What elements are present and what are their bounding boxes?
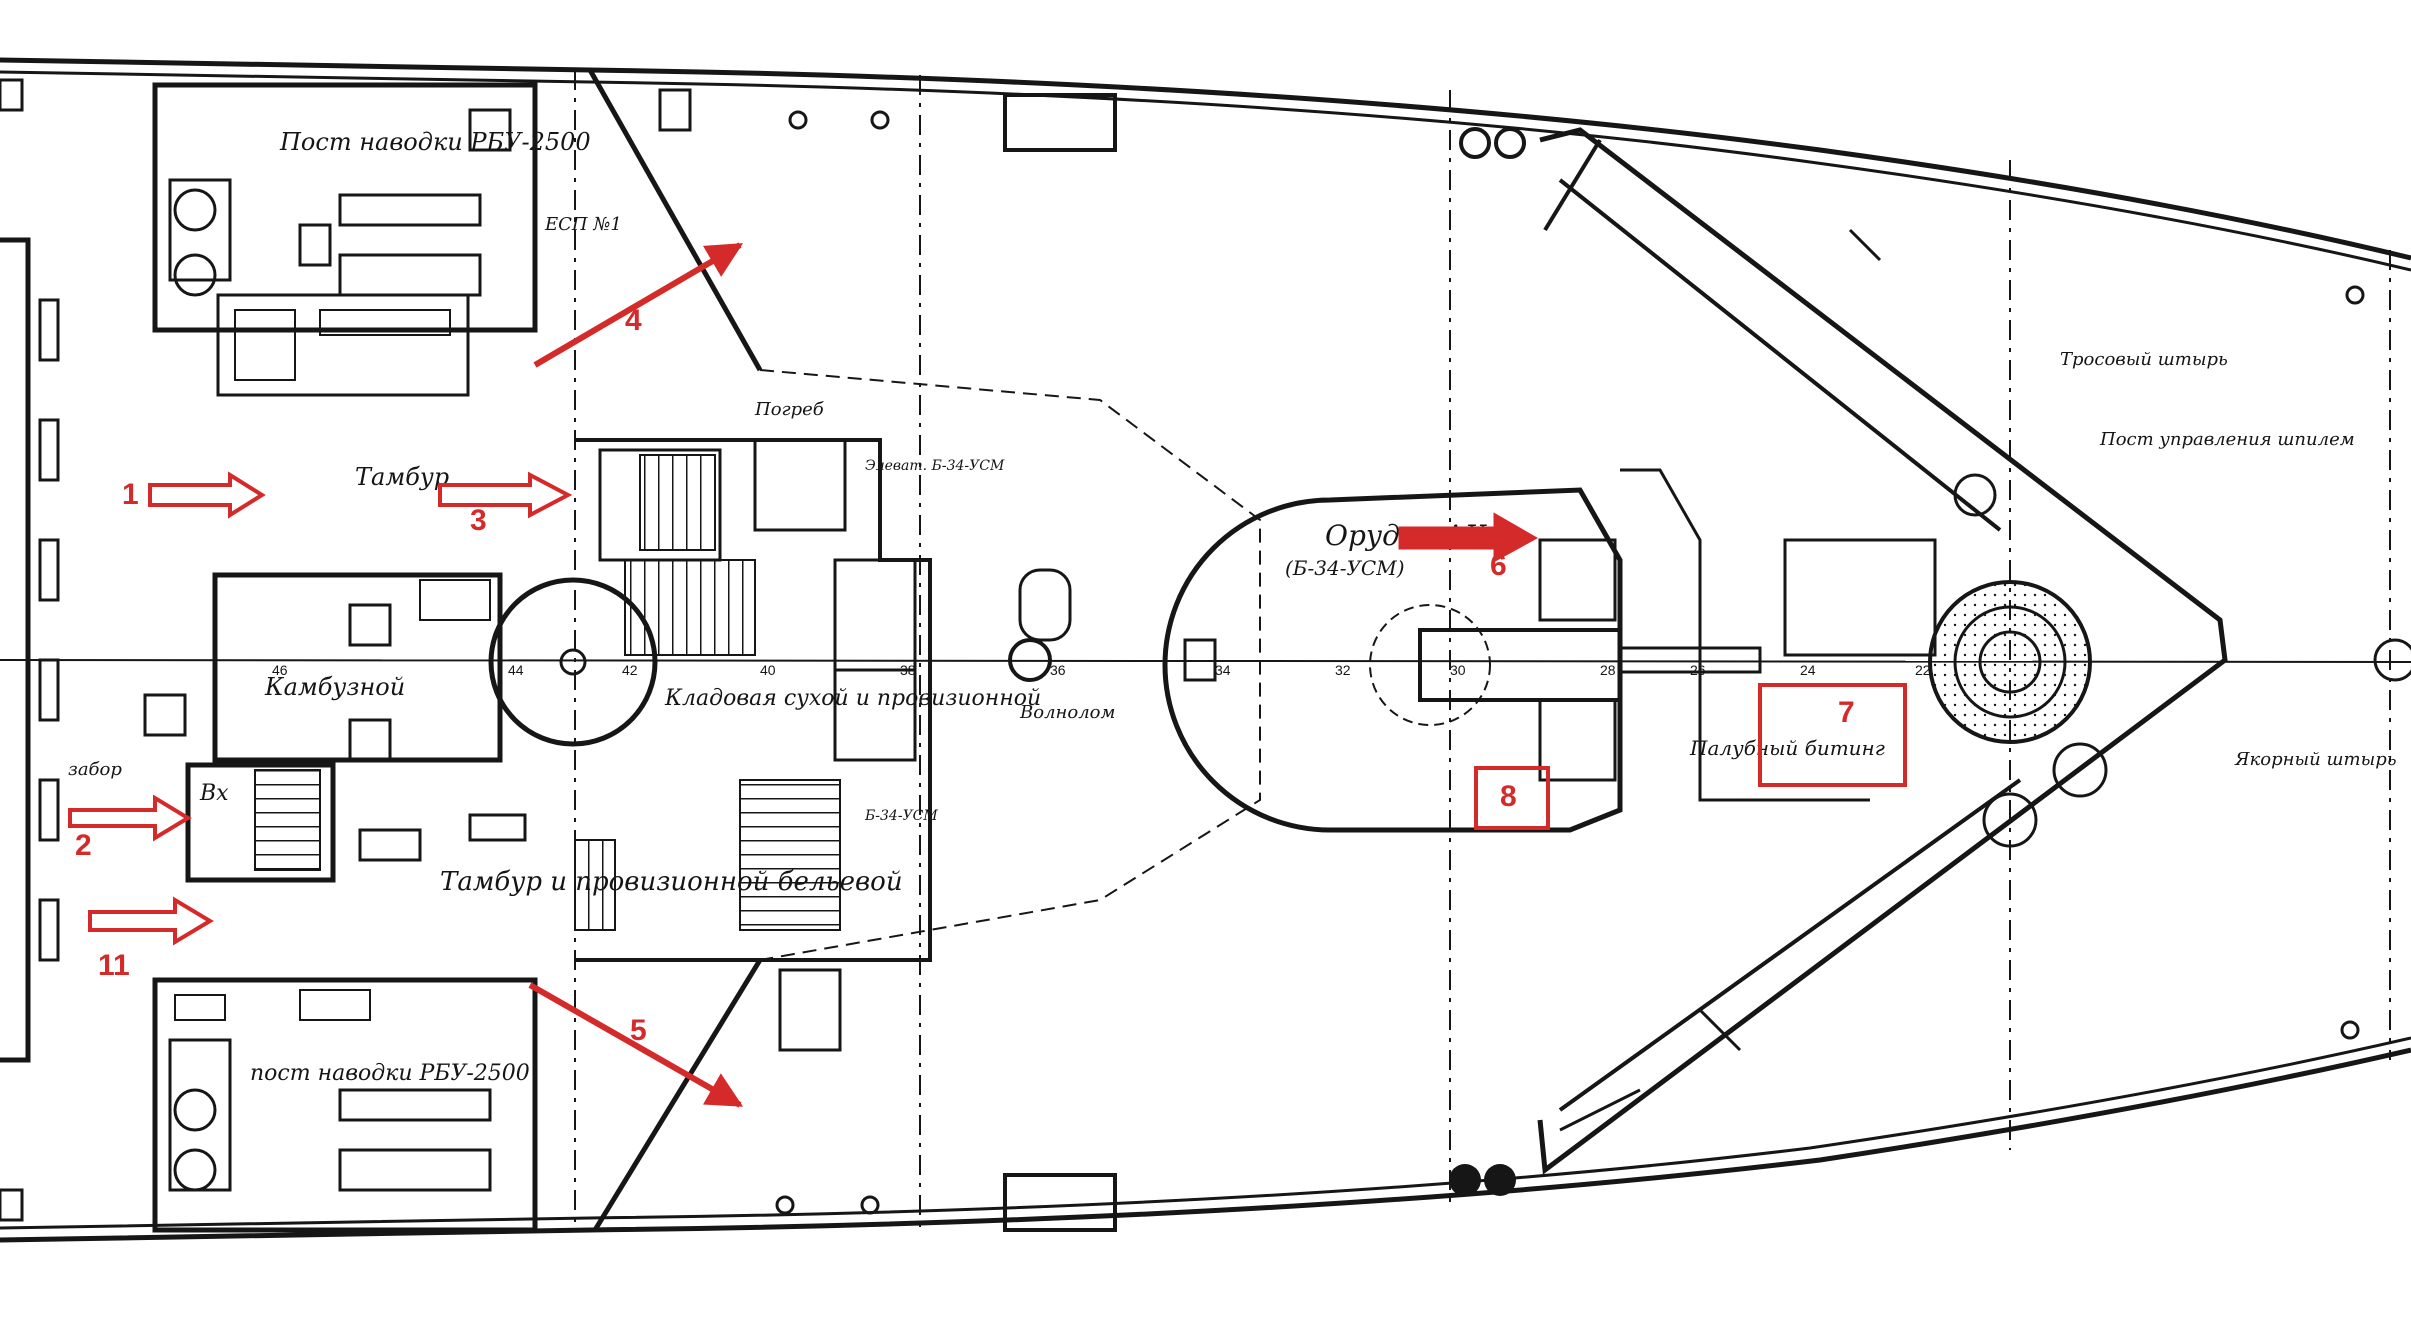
label-kambuz: Камбузной — [264, 673, 405, 701]
svg-text:8: 8 — [1500, 780, 1517, 813]
label-palubnyi: Волнолом — [1019, 702, 1115, 723]
marker-5: 5 — [528, 982, 744, 1108]
svg-text:30: 30 — [1450, 662, 1466, 678]
label-yakorny: Якорный штырь — [2234, 749, 2397, 770]
marker-2: 2 — [68, 794, 192, 862]
label-post-upravleniya: Пост управления шпилем — [2099, 429, 2355, 450]
deck-fittings — [775, 110, 2411, 1215]
label-post-rbu-top: Пост наводки РБУ-2500 — [279, 128, 591, 156]
label-post-rbu-bottom: пост наводки РБУ-2500 — [250, 1061, 530, 1086]
svg-text:34: 34 — [1215, 662, 1231, 678]
label-ammo-bottom: Б-34-УСМ — [864, 808, 938, 824]
bow-chain-troughs — [1537, 127, 2228, 1175]
rbu-post-top: Пост наводки РБУ-2500 ЕСП №1 — [152, 82, 622, 333]
svg-text:11: 11 — [98, 949, 130, 982]
bow-labels: Тросовый штырь Пост управления шпилем Як… — [2060, 349, 2397, 770]
label-kladovaya: Кладовая сухой и провизионной — [664, 686, 1041, 711]
label-gun-shield: Палубный битинг — [1689, 736, 1885, 760]
svg-text:42: 42 — [622, 662, 638, 678]
marker-3: 3 — [438, 471, 573, 537]
svg-text:26: 26 — [1690, 662, 1706, 678]
marker-8: 8 — [1474, 766, 1550, 830]
label-pogreb: Погреб — [754, 399, 825, 420]
svg-text:3: 3 — [470, 504, 487, 537]
superstructure-wall — [0, 78, 60, 1222]
label-tross: Тросовый штырь — [2060, 349, 2228, 370]
rbu-post-bottom: пост наводки РБУ-2500 — [152, 977, 538, 1233]
svg-text:1: 1 — [122, 478, 139, 511]
gun-shield-line: Палубный битинг Волнолом — [1019, 468, 1885, 802]
storage-block: Кладовая сухой и провизионной Погреб Эле… — [574, 399, 1041, 962]
frame-numbers: 46 44 42 40 38 36 34 32 30 28 26 24 22 — [272, 662, 1931, 678]
label-esp: ЕСП №1 — [544, 214, 622, 235]
entrance-stairs: Вх забор — [68, 693, 336, 883]
gun-turret: Орудие АК (Б-34-УСМ) — [1162, 487, 1762, 833]
svg-text:32: 32 — [1335, 662, 1351, 678]
marker-6: 6 — [1398, 512, 1539, 582]
svg-text:36: 36 — [1050, 662, 1066, 678]
hull-outline — [0, 57, 2411, 1243]
svg-text:24: 24 — [1800, 662, 1816, 678]
svg-text:46: 46 — [272, 662, 288, 678]
marker-4: 4 — [533, 242, 744, 368]
svg-text:2: 2 — [75, 829, 92, 862]
diagonal-bulkheads — [587, 68, 1261, 1232]
label-gun-model: (Б-34-УСМ) — [1285, 556, 1405, 580]
svg-text:28: 28 — [1600, 662, 1616, 678]
label-ammo-top: Элеват. Б-34-УСМ — [865, 458, 1005, 474]
label-tambour-top: Тамбур — [355, 463, 449, 491]
marker-7: 7 — [1758, 683, 1907, 787]
svg-text:7: 7 — [1838, 696, 1855, 729]
svg-text:44: 44 — [508, 662, 524, 678]
deck-hatches — [1003, 93, 1117, 1232]
anchor-windlass — [1783, 538, 2092, 744]
svg-text:5: 5 — [630, 1014, 647, 1047]
svg-text:4: 4 — [625, 304, 642, 337]
marker-11: 11 — [88, 896, 214, 982]
label-vkhod: Вх — [199, 781, 229, 806]
bollards — [1449, 127, 1526, 1196]
label-zabor: забор — [68, 759, 122, 780]
mast-base — [488, 577, 658, 747]
tambour-top: Тамбур — [355, 463, 449, 491]
small-equipment-top — [216, 293, 470, 397]
svg-text:40: 40 — [760, 662, 776, 678]
svg-text:22: 22 — [1915, 662, 1931, 678]
marker-1: 1 — [122, 471, 266, 519]
galley-block: Камбузной — [212, 572, 503, 763]
svg-text:6: 6 — [1490, 549, 1507, 582]
